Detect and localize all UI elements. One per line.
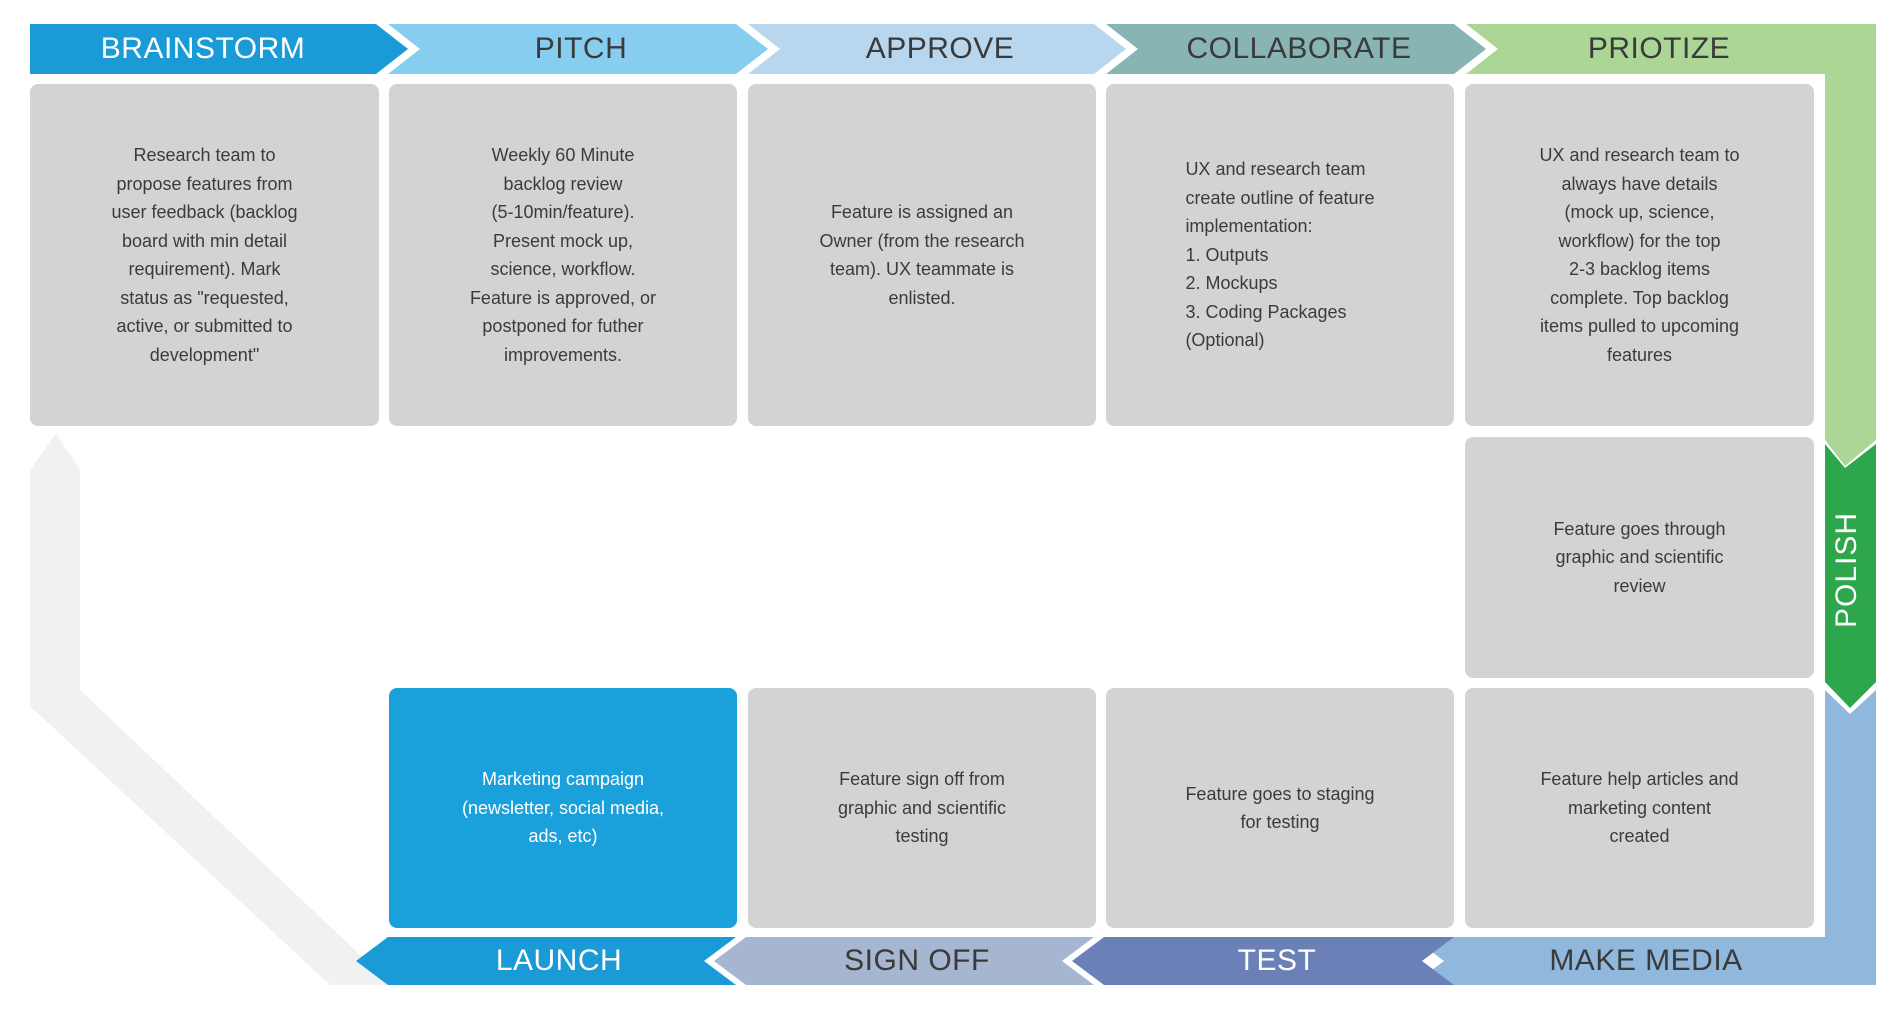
approve-description: Feature is assigned an Owner (from the r… [748, 84, 1096, 426]
make-media-shape [1412, 690, 1876, 985]
stage-label-make-media: MAKE MEDIA [1549, 944, 1743, 977]
polish-description: Feature goes through graphic and scienti… [1465, 437, 1814, 678]
stage-label-test: TEST [1237, 944, 1317, 977]
return-path-band [30, 434, 388, 985]
sign-off-description: Feature sign off from graphic and scient… [748, 688, 1096, 928]
priotize-chevron [1466, 24, 1876, 466]
pitch-description: Weekly 60 Minute backlog review (5-10min… [389, 84, 737, 426]
stage-label-priotize: PRIOTIZE [1587, 32, 1731, 65]
sign-off-chevron [714, 937, 1094, 985]
collaborate-description: UX and research team create outline of f… [1106, 84, 1454, 426]
stage-label-sign-off: SIGN OFF [844, 944, 990, 977]
polish-arrow [1825, 444, 1876, 708]
make-media-description: Feature help articles and marketing cont… [1465, 688, 1814, 928]
stage-label-launch: LAUNCH [495, 944, 623, 977]
brainstorm-description: Research team to propose features from u… [30, 84, 379, 426]
stage-label-approve: APPROVE [865, 32, 1015, 65]
collaborate-chevron [1106, 24, 1486, 74]
test-chevron [1072, 937, 1454, 985]
test-description: Feature goes to staging for testing [1106, 688, 1454, 928]
pitch-chevron [388, 24, 768, 74]
launch-description: Marketing campaign (newsletter, social m… [389, 688, 737, 928]
launch-chevron [356, 937, 736, 985]
brainstorm-chevron [30, 24, 408, 74]
priotize-description: UX and research team to always have deta… [1465, 84, 1814, 426]
stage-label-pitch: PITCH [534, 32, 628, 65]
stage-label-collaborate: COLLABORATE [1186, 32, 1412, 65]
stage-label-brainstorm: BRAINSTORM [100, 32, 306, 65]
approve-chevron [748, 24, 1126, 74]
stage-label-polish: POLISH [1830, 511, 1864, 629]
